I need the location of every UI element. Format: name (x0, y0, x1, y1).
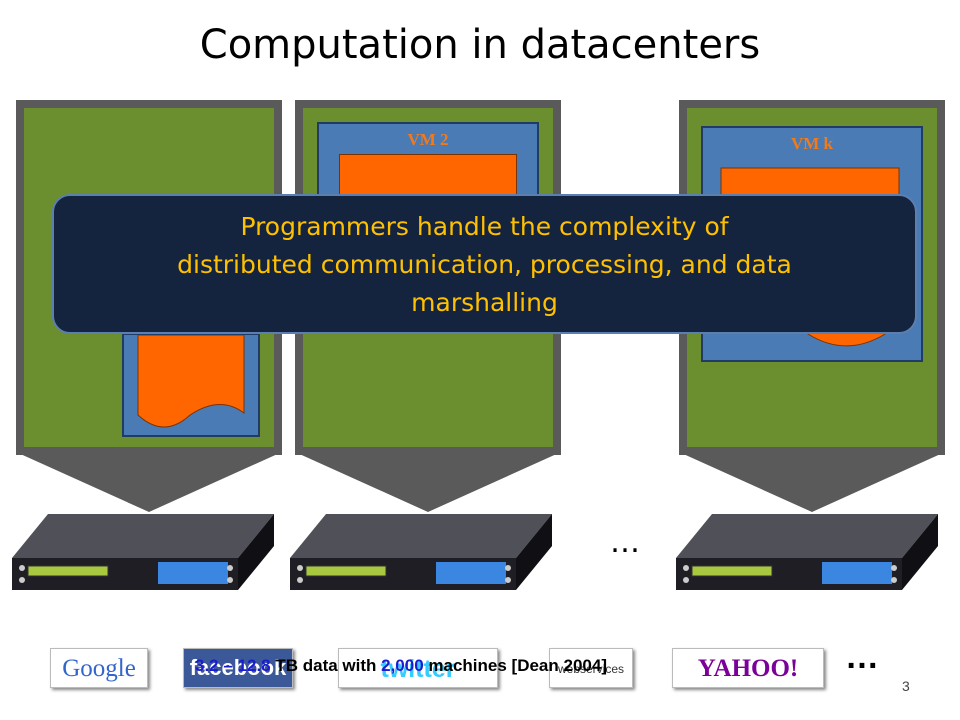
yahoo-logo-text: YAHOO! (673, 655, 823, 683)
vm-label-2: VM 2 (319, 130, 537, 150)
funnel-1 (16, 452, 282, 512)
vm-box-1 (122, 333, 260, 437)
google-logo: Google (50, 648, 148, 688)
slide-title: Computation in datacenters (0, 22, 960, 68)
document-shape-1 (124, 335, 262, 439)
yahoo-logo: YAHOO! (672, 648, 824, 688)
server-rack-2 (286, 510, 556, 592)
footnote-middle: TB data with (271, 656, 382, 675)
more-ellipsis: … (845, 638, 879, 677)
callout-box: Programmers handle the complexity of dis… (52, 194, 917, 334)
callout-line-2: distributed communication, processing, a… (54, 246, 915, 284)
page-number: 3 (902, 678, 910, 694)
server-rack-1 (8, 510, 278, 592)
footnote-range: 3.2 – 12.8 (195, 656, 271, 675)
footnote-number: 2,000 (381, 656, 424, 675)
google-logo-text: Google (51, 655, 147, 683)
funnel-3 (679, 452, 945, 512)
servers-ellipsis: … (610, 525, 640, 560)
callout-line-3: marshalling (54, 284, 915, 322)
footnote-suffix: machines [Dean 2004] (424, 656, 607, 675)
callout-text: Programmers handle the complexity of dis… (54, 208, 915, 322)
server-rack-3 (672, 510, 942, 592)
callout-line-1: Programmers handle the complexity of (54, 208, 915, 246)
footnote-text: 3.2 – 12.8 TB data with 2,000 machines [… (195, 656, 607, 676)
funnel-2 (295, 452, 561, 512)
